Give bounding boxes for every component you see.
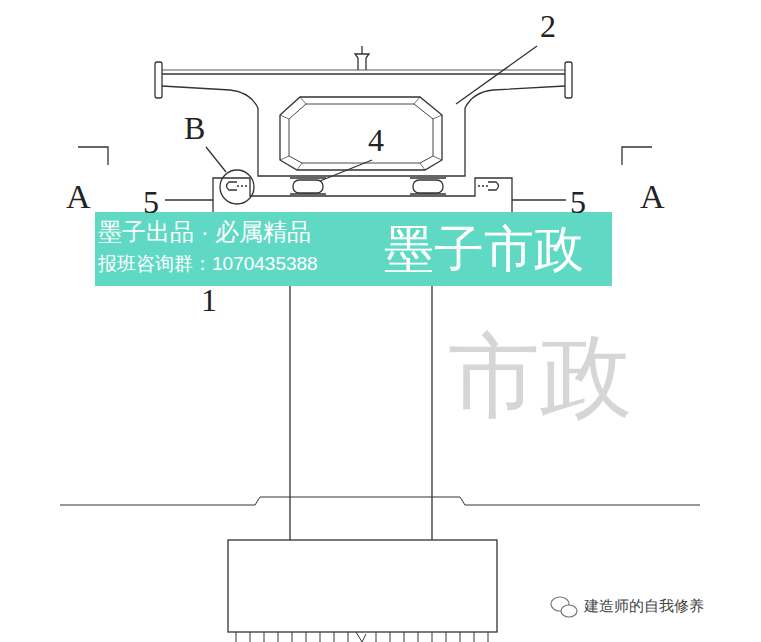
account-name: 建造师的自我修养 xyxy=(584,598,704,613)
section-mark xyxy=(78,147,108,165)
leader-line xyxy=(206,147,226,172)
leader-line xyxy=(165,199,213,200)
girder-void xyxy=(280,97,442,170)
flange-end xyxy=(155,62,162,98)
leader-line xyxy=(512,199,566,200)
deck-top xyxy=(162,73,565,74)
section-letter: A xyxy=(66,180,91,214)
anchor-hook xyxy=(488,182,499,190)
break-mark xyxy=(356,632,366,642)
leader-line xyxy=(456,46,537,104)
detail-circle xyxy=(220,170,254,204)
crown-mark xyxy=(361,46,362,54)
pile-cap xyxy=(228,540,497,632)
wechat-icon xyxy=(561,605,577,617)
girder-void xyxy=(289,104,433,163)
watermark-text: 墨子出品 · 必属精品 xyxy=(98,220,311,244)
callout-number: 5 xyxy=(143,186,159,218)
piles xyxy=(236,632,488,642)
anchor-hook xyxy=(227,182,238,190)
section-mark xyxy=(622,147,652,165)
wechat-icon xyxy=(551,597,577,617)
callout-number: 4 xyxy=(368,124,384,156)
bearing xyxy=(410,178,446,194)
watermark-text: 墨子市政 xyxy=(384,224,584,274)
watermark-band xyxy=(95,212,612,286)
ground-line xyxy=(60,497,700,505)
anchor-hook xyxy=(237,185,249,186)
anchor-hook xyxy=(476,185,488,186)
bridge-pier xyxy=(60,46,700,642)
bearing xyxy=(413,180,443,193)
watermark-text: 报班咨询群：1070435388 xyxy=(98,254,318,273)
crown-mark xyxy=(355,54,369,70)
watermark-text: 市政 xyxy=(448,330,632,422)
callout-number: 2 xyxy=(540,10,556,42)
callout-number: 5 xyxy=(570,186,586,218)
box-girder xyxy=(162,86,565,176)
flange-end xyxy=(565,62,572,98)
void-chamfer xyxy=(280,97,442,170)
callout-number: 1 xyxy=(201,284,217,316)
callout-letter: B xyxy=(184,112,205,144)
bearing xyxy=(293,180,323,193)
pier-column xyxy=(290,278,432,540)
section-letter: A xyxy=(640,180,665,214)
leader-line xyxy=(320,160,372,181)
